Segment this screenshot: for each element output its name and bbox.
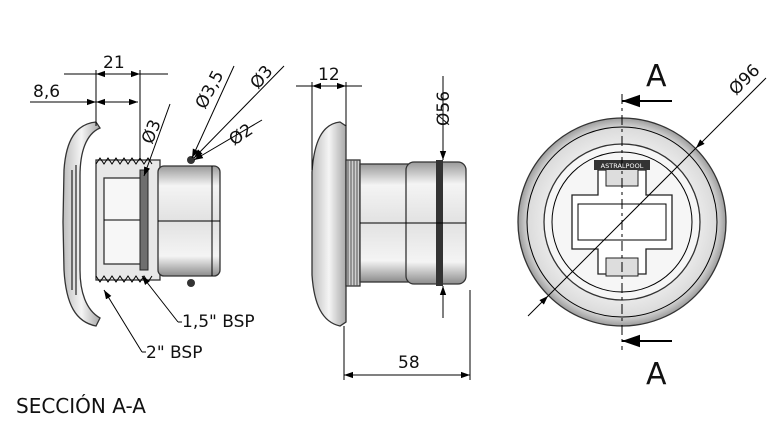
thread-inner-label: 1,5" BSP: [182, 312, 255, 332]
side-thread-ridges: [347, 160, 358, 286]
side-dim-flange-label: 12: [318, 65, 340, 85]
section-inner-insert: [103, 177, 145, 265]
dim-flange-label: 8,6: [33, 82, 60, 102]
front-view: ASTRALPOOL A A Ø96: [517, 59, 767, 392]
dia-small-a-label: Ø3: [138, 117, 166, 147]
section-mark-top: A: [646, 59, 667, 94]
side-dim-length-label: 58: [398, 353, 420, 373]
side-view: 12 Ø56 58: [296, 65, 471, 380]
screw-hole-bottom: [187, 279, 195, 287]
front-dim-diameter-label: Ø96: [725, 61, 764, 100]
drawing-caption: SECCIÓN A-A: [16, 394, 146, 418]
dim-width-label: 21: [103, 53, 125, 73]
side-dim-diameter-label: Ø56: [434, 91, 454, 126]
screw-hole-top: [187, 156, 195, 164]
dia-small-b-label: Ø2: [226, 120, 257, 150]
section-flange: [62, 121, 101, 327]
side-flange: [311, 121, 347, 327]
dia-hole-b-label: Ø3: [247, 62, 278, 93]
thread-outer-label: 2" BSP: [146, 343, 202, 363]
section-mark-bottom: A: [646, 357, 667, 392]
section-seal-left: [139, 169, 149, 271]
section-view: 21 8,6 Ø3,5 Ø3 Ø3 Ø2 1,5" BSP 2" BSP: [30, 53, 285, 363]
